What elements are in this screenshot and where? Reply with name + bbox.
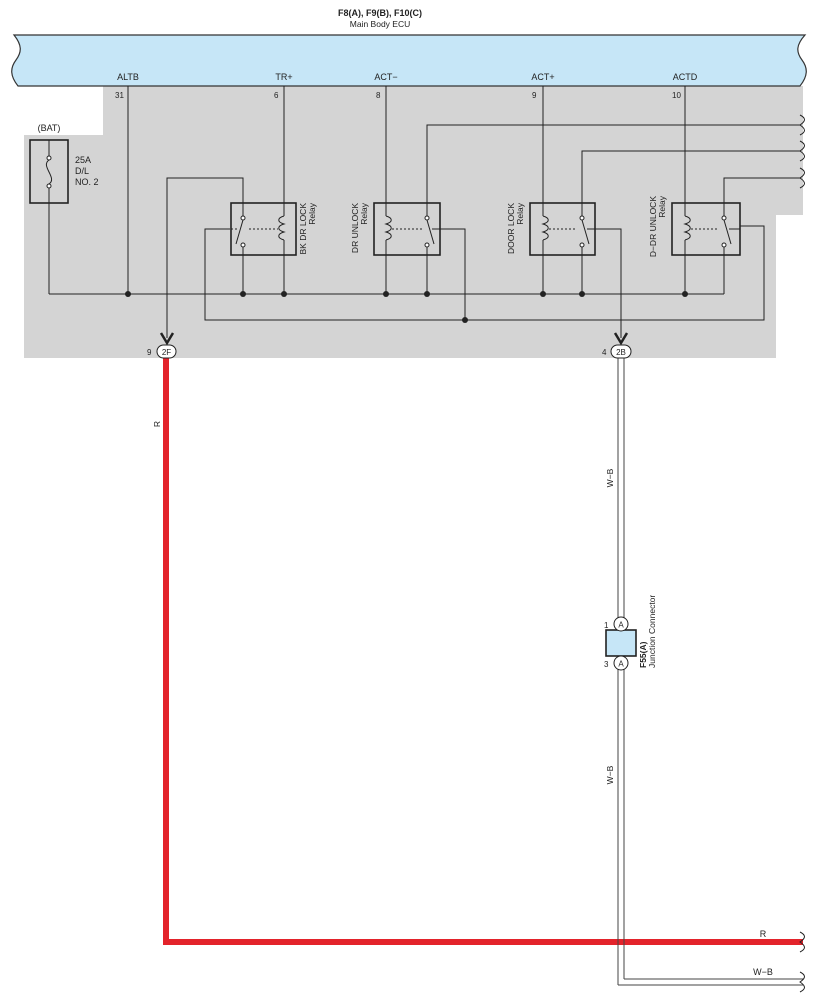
ecu-box <box>11 34 807 87</box>
junction-connector-f55: A A <box>605 616 637 671</box>
ecu-name: Main Body ECU <box>350 19 410 29</box>
relay-d-dr-unlock <box>671 202 741 256</box>
relay-label-bk-dr-lock: BK DR LOCK <box>298 203 308 255</box>
connector-code-2b: 2B <box>616 348 626 357</box>
ecu-connector-2f: 2F <box>156 344 177 359</box>
wire-label-r-vertical: R <box>152 421 162 427</box>
connector-code-2f: 2F <box>162 348 171 357</box>
fuse-rating: 25A <box>75 155 91 165</box>
pin-number-9: 9 <box>532 91 537 100</box>
connector-arrows <box>159 332 629 346</box>
junction-pin-1: 1 <box>604 621 609 630</box>
wire-red-r <box>163 358 803 945</box>
pin-number-8: 8 <box>376 91 381 100</box>
wire-label-r-horizontal: R <box>760 929 767 939</box>
wire-white-black <box>617 358 803 986</box>
wire-label-wb-lower: W−B <box>605 765 615 784</box>
wire-label-wb-horizontal: W−B <box>753 967 773 977</box>
pin-label-act-minus: ACT− <box>374 72 397 82</box>
relay-type-door-lock: Relay <box>515 202 525 224</box>
pin-number-6: 6 <box>274 91 279 100</box>
relay-type-d-dr-unlock: Relay <box>657 195 667 217</box>
ecu-connector-title: F8(A), F9(B), F10(C) <box>338 8 422 18</box>
pin-number-31: 31 <box>115 91 124 100</box>
connector-pin-4: 4 <box>602 348 607 357</box>
relay-door-lock <box>529 202 596 256</box>
fuse-25a-dl-no2 <box>29 139 69 204</box>
fuse-source-label: (BAT) <box>38 123 61 133</box>
relay-bk-dr-lock <box>230 202 297 256</box>
fuse-name-line2: NO. 2 <box>75 177 99 187</box>
fuse-name-line1: D/L <box>75 166 89 176</box>
junction-code-bottom: A <box>618 660 624 669</box>
wire-break-wb <box>799 971 805 993</box>
junction-id: F55(A) <box>638 641 648 668</box>
wire-break-markers <box>799 114 805 189</box>
junction-dots <box>125 291 688 323</box>
connector-pin-9: 9 <box>147 348 152 357</box>
relay-type-dr-unlock: Relay <box>359 202 369 224</box>
relay-type-bk-dr-lock: Relay <box>307 202 317 224</box>
relay-label-d-dr-unlock: D−DR UNLOCK <box>648 196 658 257</box>
pin-label-tr-plus: TR+ <box>275 72 292 82</box>
wire-break-r <box>799 931 805 953</box>
pin-number-10: 10 <box>672 91 681 100</box>
pin-label-actd: ACTD <box>673 72 698 82</box>
wire-label-wb-upper: W−B <box>605 468 615 487</box>
pin-label-act-plus: ACT+ <box>531 72 554 82</box>
junction-pin-3: 3 <box>604 660 609 669</box>
relay-dr-unlock <box>373 202 441 256</box>
relay-label-door-lock: DOOR LOCK <box>506 203 516 254</box>
ecu-connector-2b: 2B <box>610 344 632 359</box>
pin-label-altb: ALTB <box>117 72 139 82</box>
junction-code-top: A <box>618 621 624 630</box>
relay-label-dr-unlock: DR UNLOCK <box>350 203 360 253</box>
junction-name: Junction Connector <box>647 595 657 668</box>
